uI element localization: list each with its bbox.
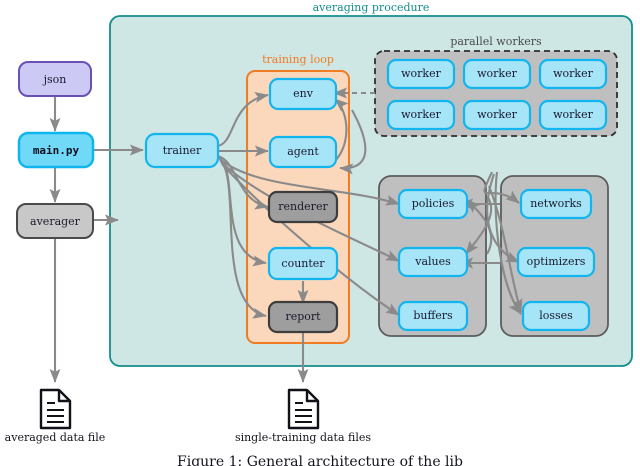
node-worker-4-label: worker	[401, 108, 441, 121]
node-counter-label: counter	[281, 257, 325, 270]
node-counter[interactable]: counter	[267, 246, 339, 281]
edge-env-to-agent	[339, 109, 367, 175]
node-report-label: report	[285, 310, 321, 323]
edge-to-optimizers	[486, 173, 520, 263]
node-values-label: values	[414, 255, 451, 268]
node-losses[interactable]: losses	[521, 300, 591, 332]
node-worker-4[interactable]: worker	[386, 99, 456, 131]
node-worker-3[interactable]: worker	[538, 58, 608, 90]
edge-cross-b	[466, 199, 493, 255]
edge-trainer-to-buffers	[221, 163, 400, 316]
edges	[49, 87, 523, 383]
container-parallel-workers-title: parallel workers	[450, 35, 542, 48]
node-optimizers-label: optimizers	[527, 255, 586, 268]
edge-trainer-to-env	[217, 92, 269, 148]
node-worker-5-label: worker	[477, 108, 517, 121]
node-worker-6[interactable]: worker	[538, 99, 608, 131]
container-training-loop-title: training loop	[262, 53, 334, 66]
node-worker-3-label: worker	[553, 67, 593, 80]
averaged-data-file-label: averaged data file	[5, 431, 106, 444]
node-trainer-label: trainer	[163, 144, 202, 157]
container-averaging-title: averaging procedure	[313, 1, 430, 14]
node-json[interactable]: json	[18, 61, 92, 97]
node-averager-label: averager	[30, 215, 81, 228]
node-averager[interactable]: averager	[16, 203, 94, 239]
edge-trainer-to-policies	[220, 159, 400, 206]
edge-policies-to-losses	[488, 185, 523, 313]
node-main-py[interactable]: main.py	[17, 131, 95, 169]
node-worker-1[interactable]: worker	[386, 58, 456, 90]
document-icon-single-training	[287, 388, 320, 430]
node-renderer-label: renderer	[278, 200, 328, 213]
node-losses-label: losses	[539, 309, 573, 322]
node-worker-6-label: worker	[553, 108, 593, 121]
node-env[interactable]: env	[268, 77, 338, 111]
figure-caption: Figure 1: General architecture of the li…	[177, 454, 463, 466]
node-env-label: env	[293, 87, 314, 100]
node-worker-1-label: worker	[401, 67, 441, 80]
node-renderer[interactable]: renderer	[267, 190, 339, 224]
node-networks-label: networks	[530, 197, 582, 210]
node-policies-label: policies	[412, 197, 455, 210]
node-values[interactable]: values	[397, 246, 469, 278]
node-worker-2-label: worker	[477, 67, 517, 80]
node-policies[interactable]: policies	[397, 188, 469, 220]
node-worker-2[interactable]: worker	[462, 58, 532, 90]
node-agent-label: agent	[287, 145, 319, 158]
single-training-data-files-label: single-training data files	[235, 431, 371, 444]
node-optimizers[interactable]: optimizers	[516, 246, 596, 278]
node-agent[interactable]: agent	[268, 135, 338, 169]
node-main-py-label: main.py	[33, 144, 80, 157]
node-buffers-label: buffers	[413, 309, 453, 322]
node-networks[interactable]: networks	[519, 188, 593, 220]
node-worker-5[interactable]: worker	[462, 99, 532, 131]
node-report[interactable]: report	[267, 300, 339, 334]
document-icon-averaged	[39, 388, 72, 430]
node-buffers[interactable]: buffers	[397, 300, 469, 332]
edge-trainer-to-report	[219, 159, 267, 319]
node-json-label: json	[42, 73, 67, 86]
node-trainer[interactable]: trainer	[144, 132, 220, 169]
